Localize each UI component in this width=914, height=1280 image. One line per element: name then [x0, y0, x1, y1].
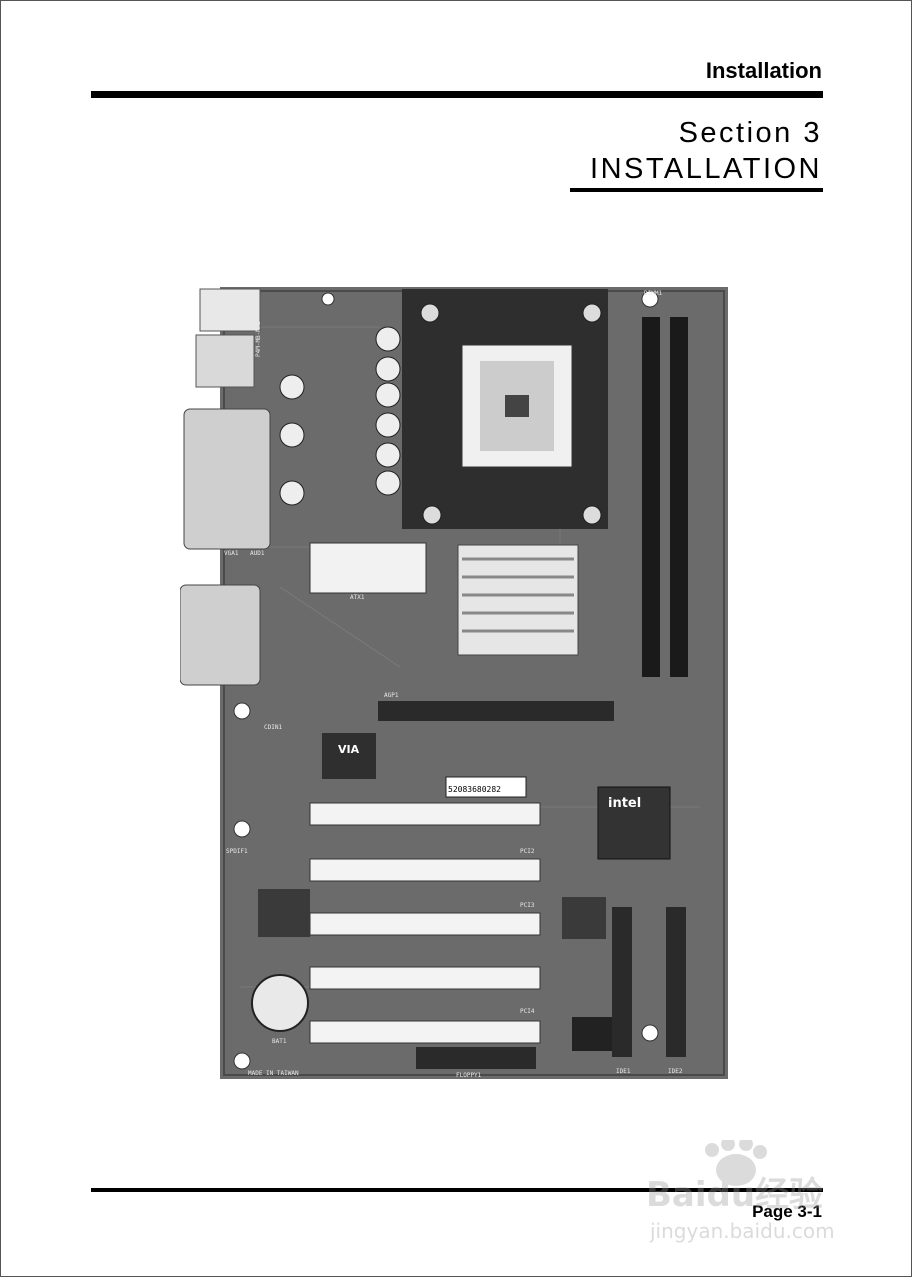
- via-chip-label: VIA: [338, 743, 360, 756]
- atx-power-connector: [309, 542, 427, 594]
- barcode-number: 52083680282: [448, 785, 501, 794]
- bios-chip: [562, 897, 606, 939]
- section-title-underline: [570, 188, 823, 192]
- watermark-url: jingyan.baidu.com: [649, 1219, 835, 1243]
- barcode-label: [445, 776, 527, 798]
- dimm-slot-2: [670, 317, 688, 677]
- ide2-silkscreen: IDE2: [668, 1068, 683, 1075]
- pci4-silkscreen: PCI4: [520, 1008, 535, 1015]
- section-number: Section 3: [678, 117, 822, 149]
- ide1-connector: [612, 907, 632, 1057]
- spdif-silkscreen: SPDIF1: [226, 848, 248, 855]
- footer-rule: [91, 1188, 823, 1192]
- page-number: Page 3-1: [752, 1202, 822, 1221]
- cdin-silkscreen: CDIN1: [264, 724, 282, 731]
- atx-silkscreen: ATX1: [350, 594, 365, 601]
- cmos-battery: [251, 974, 309, 1032]
- intel-southbridge-chip: [597, 786, 671, 860]
- baidu-watermark: Baidu经验 jingyan.baidu.com: [646, 1140, 835, 1243]
- pci-slot-3: [309, 912, 541, 936]
- pci2-silkscreen: PCI2: [520, 848, 535, 855]
- pci-slot-4: [309, 966, 541, 990]
- pci-slot-2: [309, 858, 541, 882]
- floppy-connector: [416, 1047, 536, 1069]
- pci3-silkscreen: PCI3: [520, 902, 535, 909]
- lan-chip: [258, 889, 310, 937]
- floppy-silkscreen: FLOPPY1: [456, 1072, 482, 1079]
- vga-silkscreen: VGA1: [224, 550, 239, 557]
- via-audio-chip: [322, 733, 376, 779]
- made-in-silkscreen: MADE IN TAIWAN: [248, 1070, 299, 1077]
- pci-slot-5: [309, 1020, 541, 1044]
- section-title: INSTALLATION: [590, 153, 822, 185]
- intel-chip-label: intel: [608, 796, 641, 811]
- motherboard-photo: intel VIA 52083680282 P4M-MB-MM5 VGA1 AU…: [180, 287, 728, 1079]
- northbridge-heatsink: [457, 544, 579, 656]
- dimm-silkscreen: DIMM1: [644, 290, 662, 297]
- ide1-silkscreen: IDE1: [616, 1068, 631, 1075]
- audio-silkscreen: AUD1: [250, 550, 265, 557]
- post-code-display: [572, 1017, 612, 1051]
- agp-silkscreen: AGP1: [384, 692, 399, 699]
- dimm-slot-1: [642, 317, 660, 677]
- pci-slot-1: [309, 802, 541, 826]
- ide2-connector: [666, 907, 686, 1057]
- battery-silkscreen: BAT1: [272, 1038, 287, 1045]
- header-rule: [91, 91, 823, 98]
- agp-slot: [378, 701, 614, 721]
- paw-icon: [705, 1140, 767, 1186]
- running-header: Installation: [705, 58, 822, 83]
- model-silkscreen: P4M-MB-MM5: [255, 320, 262, 357]
- watermark-brand: Baidu经验: [646, 1175, 823, 1215]
